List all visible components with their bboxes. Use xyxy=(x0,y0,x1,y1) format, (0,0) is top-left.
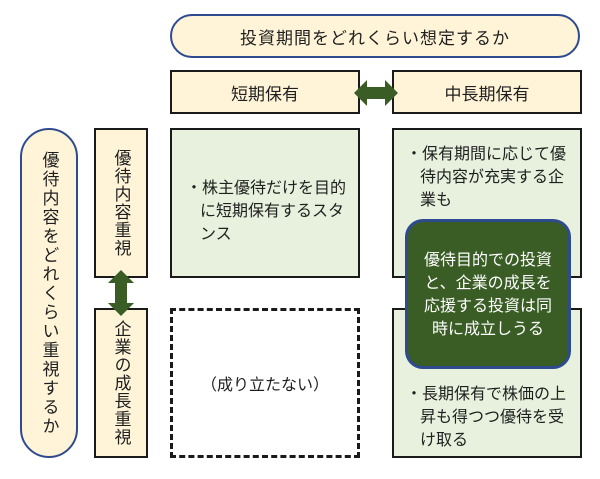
conclusion-callout-text: 優待目的での投資と、企業の成長を応援する投資は同時に成立しうる xyxy=(423,250,552,338)
column-header-long-term-label: 中長期保有 xyxy=(444,84,530,105)
column-header-short-term-label: 短期保有 xyxy=(231,84,299,105)
cell-short-term-growth-text: （成り立たない） xyxy=(200,375,329,394)
benefit-importance-header-text: 優待内容をどれくらい重視するか xyxy=(38,150,59,436)
investment-period-header-text: 投資期間をどれくらい想定するか xyxy=(240,28,510,49)
cell-long-term-growth-text: ・長期保有で株価の上昇も得つつ優待を受け取る xyxy=(406,384,567,449)
row-header-growth-focus-label: 企業の成長重視 xyxy=(110,320,131,446)
row-header-benefit-focus-label: 優待内容重視 xyxy=(110,149,131,257)
vertical-double-arrow-icon xyxy=(108,270,134,316)
horizontal-double-arrow-icon xyxy=(354,80,398,106)
row-header-benefit-focus: 優待内容重視 xyxy=(94,128,148,278)
investment-period-header: 投資期間をどれくらい想定するか xyxy=(170,14,580,58)
cell-short-term-benefit-text: ・株主優待だけを目的に短期保有するスタンス xyxy=(186,178,347,243)
column-header-long-term: 中長期保有 xyxy=(392,70,582,114)
row-header-growth-focus: 企業の成長重視 xyxy=(94,308,148,458)
cell-long-term-benefit-text: ・保有期間に応じて優待内容が充実する企業も xyxy=(406,144,567,209)
column-header-short-term: 短期保有 xyxy=(170,70,360,114)
cell-short-term-growth: （成り立たない） xyxy=(170,308,360,458)
conclusion-callout: 優待目的での投資と、企業の成長を応援する投資は同時に成立しうる xyxy=(405,219,571,369)
benefit-importance-header: 優待内容をどれくらい重視するか xyxy=(20,128,78,458)
cell-short-term-benefit: ・株主優待だけを目的に短期保有するスタンス xyxy=(170,128,360,278)
